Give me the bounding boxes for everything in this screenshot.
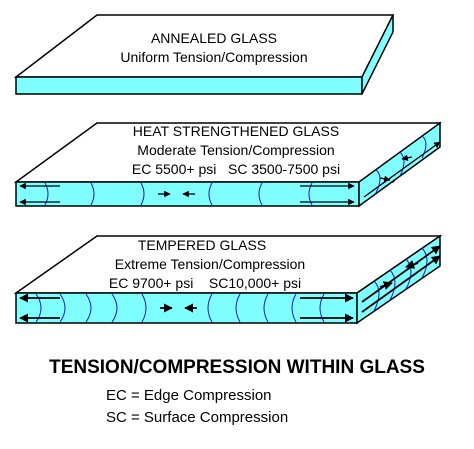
tempered-label-line-3: EC 9700+ psi SC10,000+ psi <box>109 275 301 291</box>
annealed-label-line-2: Uniform Tension/Compression <box>120 49 307 65</box>
heat-strengthened-label-line-2: Moderate Tension/Compression <box>137 142 334 158</box>
tempered-arrows <box>19 245 441 323</box>
heat-strengthened-stress-curves <box>44 135 427 206</box>
annealed-top-face <box>13 14 395 78</box>
tempered-glass-panel: TEMPERED GLASS Extreme Tension/Compressi… <box>13 234 443 325</box>
annealed-front-edge <box>15 76 363 95</box>
heat-strengthened-label-line-3: EC 5500+ psi SC 3500-7500 psi <box>132 161 340 177</box>
annealed-side-edge <box>361 14 394 95</box>
legend-ec: EC = Edge Compression <box>106 387 272 404</box>
heat-strengthened-label-line-1: HEAT STRENGTHENED GLASS <box>133 123 339 139</box>
legend-sc: SC = Surface Compression <box>106 409 288 426</box>
annealed-label-line-1: ANNEALED GLASS <box>151 30 277 46</box>
heat-strengthened-arrows <box>19 141 441 206</box>
tempered-label-line-2: Extreme Tension/Compression <box>115 256 305 272</box>
diagram-title: TENSION/COMPRESSION WITHIN GLASS <box>49 357 425 378</box>
heat-strengthened-glass-panel: HEAT STRENGTHENED GLASS Moderate Tension… <box>13 121 442 208</box>
tempered-label-line-1: TEMPERED GLASS <box>138 237 266 253</box>
annealed-glass-panel: ANNEALED GLASS Uniform Tension/Compressi… <box>13 14 395 95</box>
